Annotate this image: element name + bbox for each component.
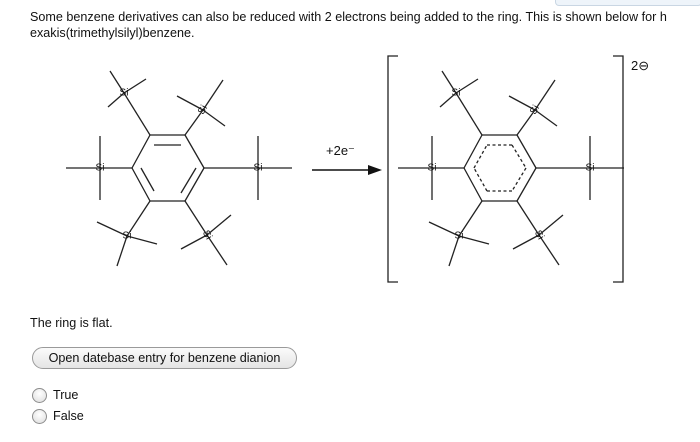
reaction-label: +2e⁻ (326, 143, 355, 158)
bond (511, 144, 527, 169)
bond (428, 221, 460, 237)
bond (439, 92, 457, 108)
radio-true[interactable] (32, 387, 47, 403)
bond (455, 78, 479, 94)
bond (123, 92, 151, 136)
bond (126, 235, 158, 245)
bracket-right (613, 55, 624, 283)
reaction-arrow (312, 165, 382, 175)
bond (538, 234, 560, 266)
option-true[interactable]: True (32, 386, 78, 404)
bond (458, 235, 490, 245)
silicon-label: Si (452, 88, 461, 99)
bond (184, 134, 205, 169)
bond (184, 167, 205, 202)
option-true-label: True (53, 388, 79, 402)
silicon-label: Si (254, 163, 263, 174)
silicon-label: Si (120, 88, 129, 99)
bond (516, 109, 536, 136)
bond (458, 200, 483, 237)
silicon-label: Si (428, 163, 437, 174)
bond (516, 167, 537, 202)
bond (206, 214, 232, 236)
silicon-label: Si (586, 163, 595, 174)
bond (140, 167, 155, 192)
silicon-label: Si (96, 163, 105, 174)
bond (116, 235, 128, 267)
bond (534, 79, 556, 111)
silicon-label: Si (196, 103, 210, 116)
bond (516, 200, 540, 236)
bond (538, 214, 564, 236)
bond (448, 235, 460, 267)
bond (109, 70, 125, 94)
bond (96, 221, 128, 237)
top-frame-edge (555, 0, 700, 6)
bond (123, 78, 147, 94)
bond (473, 144, 488, 169)
bond (180, 234, 208, 250)
silicon-label: Si (528, 103, 542, 116)
bond (463, 167, 483, 202)
bond (131, 167, 151, 202)
bond (131, 134, 151, 169)
bond (176, 95, 204, 111)
bond (463, 134, 483, 169)
option-false-label: False (53, 409, 84, 423)
silicon-label: Si (123, 231, 132, 242)
bond (180, 167, 197, 194)
bond (206, 234, 228, 266)
bond (184, 109, 204, 136)
bond (511, 167, 527, 192)
open-database-entry-button[interactable]: Open datebase entry for benzene dianion (32, 347, 297, 369)
option-false[interactable]: False (32, 407, 84, 425)
question-intro: Some benzene derivatives can also be red… (30, 10, 667, 40)
bond (202, 109, 226, 127)
bond (508, 95, 536, 111)
bond (441, 70, 457, 94)
bond (202, 79, 224, 111)
bracket-left (387, 55, 398, 283)
bond (455, 92, 483, 136)
bond (473, 167, 488, 192)
bond (107, 92, 125, 108)
bond (516, 134, 537, 169)
bond (534, 109, 558, 127)
bond (184, 200, 208, 236)
bond (126, 200, 151, 237)
charge-label: 2⊖ (631, 58, 649, 73)
bond (512, 234, 540, 250)
radio-false[interactable] (32, 408, 47, 424)
statement-text: The ring is flat. (30, 316, 113, 330)
silicon-label: Si (455, 231, 464, 242)
